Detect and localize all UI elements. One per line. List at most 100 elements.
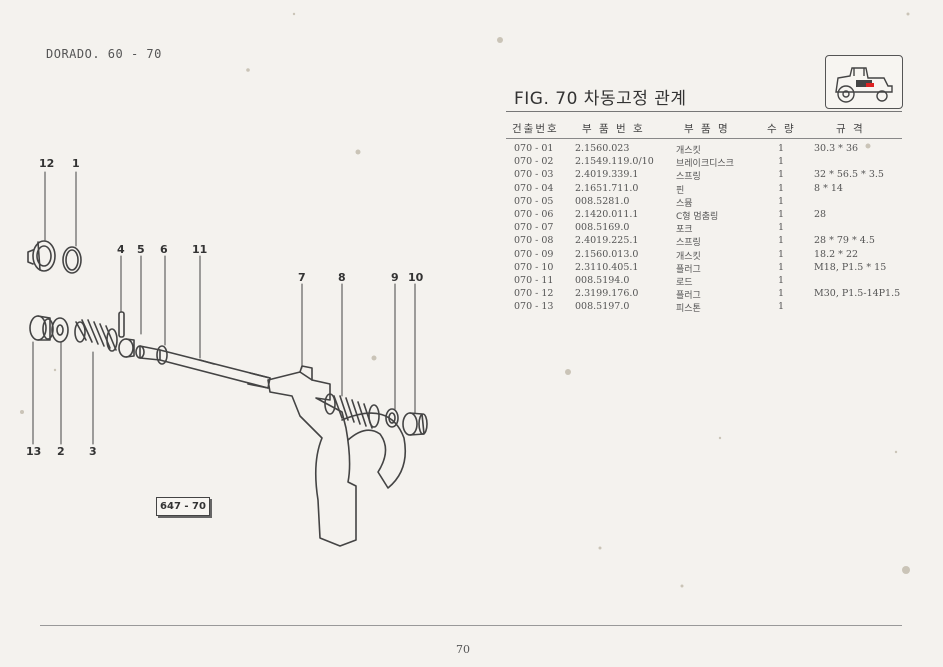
name-cell: 브레이크디스크 [676,159,734,170]
name-cell: 플러그 [676,291,701,302]
part-no-cell: 008.5194.0 [575,274,630,286]
name-cell: 개스킷 [676,146,701,156]
qty-cell: 1 [778,143,785,154]
ref-cell: 070 - 09 [514,248,554,260]
qty-cell: 1 [778,169,785,181]
ref-cell: 070 - 07 [514,222,554,234]
col-header-name: 부 품 명 [684,123,730,135]
spec-cell: 18.2 * 22 [814,248,859,260]
ref-cell: 070 - 12 [514,288,554,300]
title-rule [506,111,902,112]
qty-cell: 1 [778,261,785,273]
name-cell: 로드 [676,277,693,288]
ref-cell: 070 - 08 [514,235,554,247]
callout-10: 10 [408,271,424,284]
ref-cell: 070 - 02 [514,156,554,168]
sleeve-part-5 [118,338,135,358]
part-no-cell: 008.5169.0 [575,222,630,234]
spring-part-3 [74,319,118,352]
qty-cell: 1 [778,248,785,260]
spec-cell: M30, P1.5-14P1.5 [814,288,901,300]
callout-5: 5 [137,243,145,256]
part-no-cell: 2.4019.339.1 [575,169,639,181]
part-no-cell: 2.3199.176.0 [575,288,639,300]
col-header-spec: 규 격 [836,123,865,135]
qty-cell: 1 [778,156,785,168]
gasket-part-9 [385,408,399,428]
col-header-qty: 수 량 [767,123,796,135]
spec-cell: 28 [814,208,827,220]
callout-leaders [32,171,416,445]
name-cell: 스프링 [676,238,701,249]
spec-cell: 32 * 56.5 * 3.5 [814,169,884,181]
qty-cell: 1 [778,195,785,207]
snap-ring-part-6 [156,345,168,365]
model-label: DORADO. 60 - 70 [46,47,162,61]
header-rule [506,138,902,139]
figure-title: FIG. 70 차동고정 관계 [514,89,687,109]
part-no-cell: 2.1549.119.0/10 [575,156,654,168]
tractor-thumbnail [825,55,903,109]
parts-diagram [27,171,428,547]
brake-disc-part-2 [51,317,69,343]
table-row: 070 - 02 2.1549.119.0/10 브레이크디스크 1 [506,156,906,169]
name-cell: 스프링 [676,172,701,183]
piston-part-13 [29,315,54,341]
part-no-cell: 008.5197.0 [575,301,630,313]
qty-cell: 1 [778,222,785,234]
spec-cell: 28 * 79 * 4.5 [814,235,875,247]
table-row: 070 - 10 2.3110.405.1 플러그 1 M18, P1.5 * 15 [506,262,906,275]
name-cell: 핀 [676,185,685,196]
qty-cell: 1 [778,301,785,313]
callout-2: 2 [57,445,65,458]
ref-cell: 070 - 13 [514,301,554,313]
spec-cell: 8 * 14 [814,182,843,194]
spec-cell: M18, P1.5 * 15 [814,261,887,273]
tractor-icon [835,67,893,103]
spring-part-8 [324,393,380,429]
callout-9: 9 [391,271,399,284]
name-cell: C형 멈춤링 [676,211,719,222]
name-cell: 피스톤 [676,304,701,315]
part-no-cell: 2.1560.013.0 [575,248,639,260]
callout-13: 13 [26,445,42,458]
table-row: 070 - 08 2.4019.225.1 스프링 1 28 * 79 * 4.5 [506,235,906,248]
callout-12: 12 [39,157,55,170]
table-row: 070 - 11 008.5194.0 로드 1 [506,275,906,288]
bottom-rule [40,625,902,626]
rod-part-11 [135,345,271,389]
col-header-ref: 건출번호 [512,123,559,135]
fork-part-7 [267,365,407,547]
table-row: 070 - 09 2.1560.013.0 개스킷 1 18.2 * 22 [506,249,906,262]
ref-cell: 070 - 10 [514,261,554,273]
qty-cell: 1 [778,274,785,286]
qty-cell: 1 [778,235,785,247]
callout-3: 3 [89,445,97,458]
spec-cell: 30.3 * 36 [814,143,859,154]
ref-cell: 070 - 03 [514,169,554,181]
name-cell: 플러그 [676,264,701,275]
page-number: 70 [456,643,470,656]
name-cell: 개스킷 [676,251,701,262]
ref-cell: 070 - 11 [514,274,554,286]
callout-1: 1 [72,157,80,170]
plug-part-12 [27,240,56,272]
callout-8: 8 [338,271,346,284]
part-no-cell: 2.3110.405.1 [575,261,639,273]
callout-7: 7 [298,271,306,284]
callout-4: 4 [117,243,125,256]
name-cell: 스뮴 [676,198,693,209]
table-row: 070 - 03 2.4019.339.1 스프링 1 32 * 56.5 * 3.5 [506,169,906,182]
part-no-cell: 2.4019.225.1 [575,235,639,247]
ref-cell: 070 - 04 [514,182,554,194]
callout-6: 6 [160,243,168,256]
gasket-part-1 [62,246,82,274]
part-no-cell: 008.5281.0 [575,195,630,207]
